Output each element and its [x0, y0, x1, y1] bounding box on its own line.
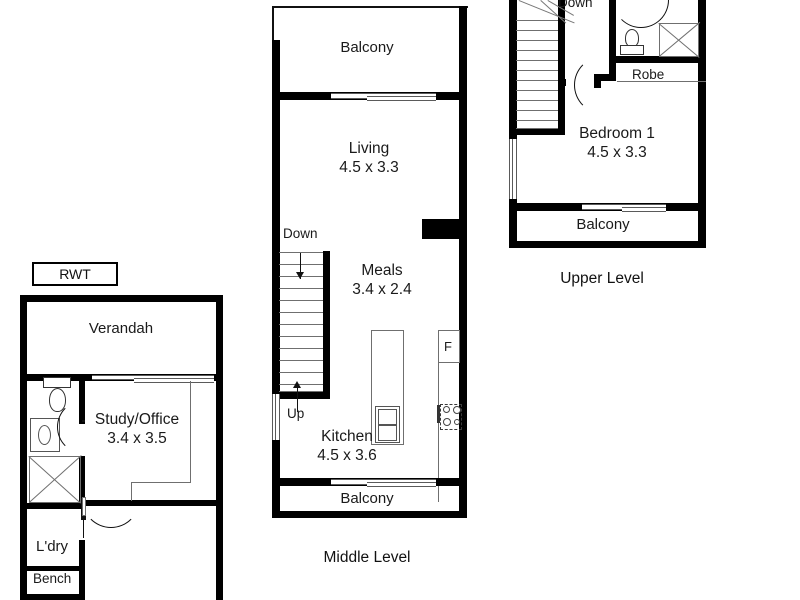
cooktop-burner-3 — [443, 418, 451, 426]
stair-up-label-middle: Up — [287, 406, 305, 421]
stair-up-arrow-shaft — [297, 385, 298, 412]
window-verandah-right-offset — [134, 378, 214, 383]
wall-upper-bottom — [509, 241, 706, 248]
window-living-left — [331, 93, 367, 99]
wall-bench-bottom — [20, 594, 85, 600]
room-label-laundry: L'dry — [36, 538, 69, 555]
wall-stairwell-bottom — [272, 392, 330, 399]
room-label-living: Living 4.5 x 3.3 — [339, 139, 398, 177]
room-label-bench: Bench — [33, 571, 72, 586]
stair-down-label-upper: Down — [558, 0, 593, 10]
wall-middle-left — [272, 40, 280, 518]
wall-ensuite-left — [609, 28, 616, 80]
wall-upper-left — [509, 0, 517, 248]
door-swing-bath — [57, 400, 111, 454]
wall-stairwell-upper-bottom — [509, 128, 565, 135]
wall-middle-right — [459, 6, 467, 518]
window-kitchen-balcony-right-offset — [367, 482, 436, 487]
room-dimension-text: 3.4 x 3.5 — [107, 430, 167, 447]
room-label-verandah: Verandah — [88, 320, 154, 337]
wall-stub-meals — [422, 219, 467, 239]
wall-lower-right-lower — [216, 378, 223, 600]
ensuite-shower-icon — [658, 21, 701, 58]
fridge-box — [438, 330, 460, 363]
wall-bench-divider — [20, 566, 85, 571]
window-kitchen-balcony-left — [331, 479, 367, 485]
stair-down-arrow-shaft — [300, 253, 301, 279]
wall-stairwell-upper-right — [558, 0, 565, 135]
window-living-right-offset — [367, 96, 436, 101]
room-label-kitchen: Kitchen 4.5 x 3.6 — [317, 427, 376, 465]
room-dimension-text: 4.5 x 3.3 — [587, 144, 647, 161]
toilet-cistern-icon — [43, 377, 71, 388]
robe-shelf-line — [617, 81, 706, 82]
door-swing-study — [82, 470, 140, 528]
balcony-rail-top-middle — [272, 6, 468, 8]
room-name-text: Bedroom 1 — [579, 125, 655, 142]
wall-upper-right — [698, 0, 706, 248]
wall-lower-right-upper — [216, 295, 223, 378]
room-label-balcony-upper: Balcony — [576, 216, 630, 233]
wall-bath-study-a — [79, 374, 85, 424]
balcony-rail-left-middle — [272, 6, 274, 48]
room-name-text: Meals — [361, 262, 403, 279]
toilet-bowl-icon — [49, 388, 66, 412]
room-label-bedroom-1: Bedroom 1 4.5 x 3.3 — [579, 124, 655, 162]
level-title-upper: Upper Level — [560, 270, 644, 287]
room-label-meals: Meals 3.4 x 2.4 — [352, 261, 411, 299]
wall-lower-top — [20, 295, 223, 302]
pedestal-basin-base-icon — [620, 45, 644, 55]
room-name-text: Living — [348, 140, 390, 157]
room-label-study-office: Study/Office 3.4 x 3.5 — [95, 410, 179, 448]
cooktop-burner-4 — [454, 419, 460, 425]
cooktop-burner-2 — [453, 406, 461, 414]
room-label-balcony-middle-top: Balcony — [340, 39, 394, 56]
room-name-text: Kitchen — [321, 428, 373, 445]
study-recess-line-v — [190, 381, 191, 482]
wall-stairwell-right — [323, 251, 330, 399]
wall-stub-stairwell-upper — [558, 79, 566, 86]
room-dimension-text: 4.5 x 3.3 — [339, 159, 399, 176]
stair-down-arrow-head — [296, 272, 304, 279]
window-bedroom-balcony-left — [582, 204, 622, 210]
room-dimension-text: 4.5 x 3.6 — [317, 447, 377, 464]
wall-ensuite-left-top — [609, 0, 616, 28]
wall-study-bottom — [85, 500, 223, 506]
door-hinge-bath — [82, 420, 85, 422]
wall-lower-left — [20, 295, 27, 600]
kitchen-sink-bowl-2 — [378, 425, 397, 441]
door-swing-bedroom — [574, 56, 632, 114]
room-label-balcony-middle-bottom: Balcony — [340, 490, 394, 507]
window-verandah-left — [92, 375, 134, 380]
stair-up-arrow-head — [293, 381, 301, 388]
wall-ensuite-bottom — [609, 56, 706, 63]
room-label-robe: Robe — [632, 67, 665, 82]
cooktop-icon — [440, 404, 462, 430]
window-kitchen-left-offset — [275, 394, 280, 440]
window-bedroom-balcony-right-offset — [622, 207, 666, 212]
stair-down-label-middle: Down — [283, 226, 318, 241]
basin-bowl-icon — [38, 425, 51, 445]
study-recess-line-h — [131, 482, 191, 483]
rwt-tank-label: RWT — [32, 262, 118, 286]
room-name-text: Study/Office — [94, 411, 180, 428]
wall-bath-bottom — [20, 503, 85, 509]
shower-icon — [28, 455, 82, 504]
door-leaf-laundry — [83, 500, 84, 538]
door-opening-laundry — [82, 497, 86, 516]
kitchen-island — [371, 330, 404, 445]
room-dimension-text: 3.4 x 2.4 — [352, 281, 412, 298]
fridge-label: F — [444, 339, 452, 354]
wall-middle-bottom — [272, 511, 467, 518]
staircase-upper — [516, 20, 558, 130]
level-title-middle: Middle Level — [323, 549, 411, 566]
cooktop-edge — [437, 405, 440, 423]
window-bedroom-left-offset — [512, 139, 517, 199]
kitchen-sink-bowl-1 — [378, 409, 397, 425]
cooktop-burner-1 — [443, 406, 450, 413]
wall-bath-study-b — [79, 456, 85, 506]
